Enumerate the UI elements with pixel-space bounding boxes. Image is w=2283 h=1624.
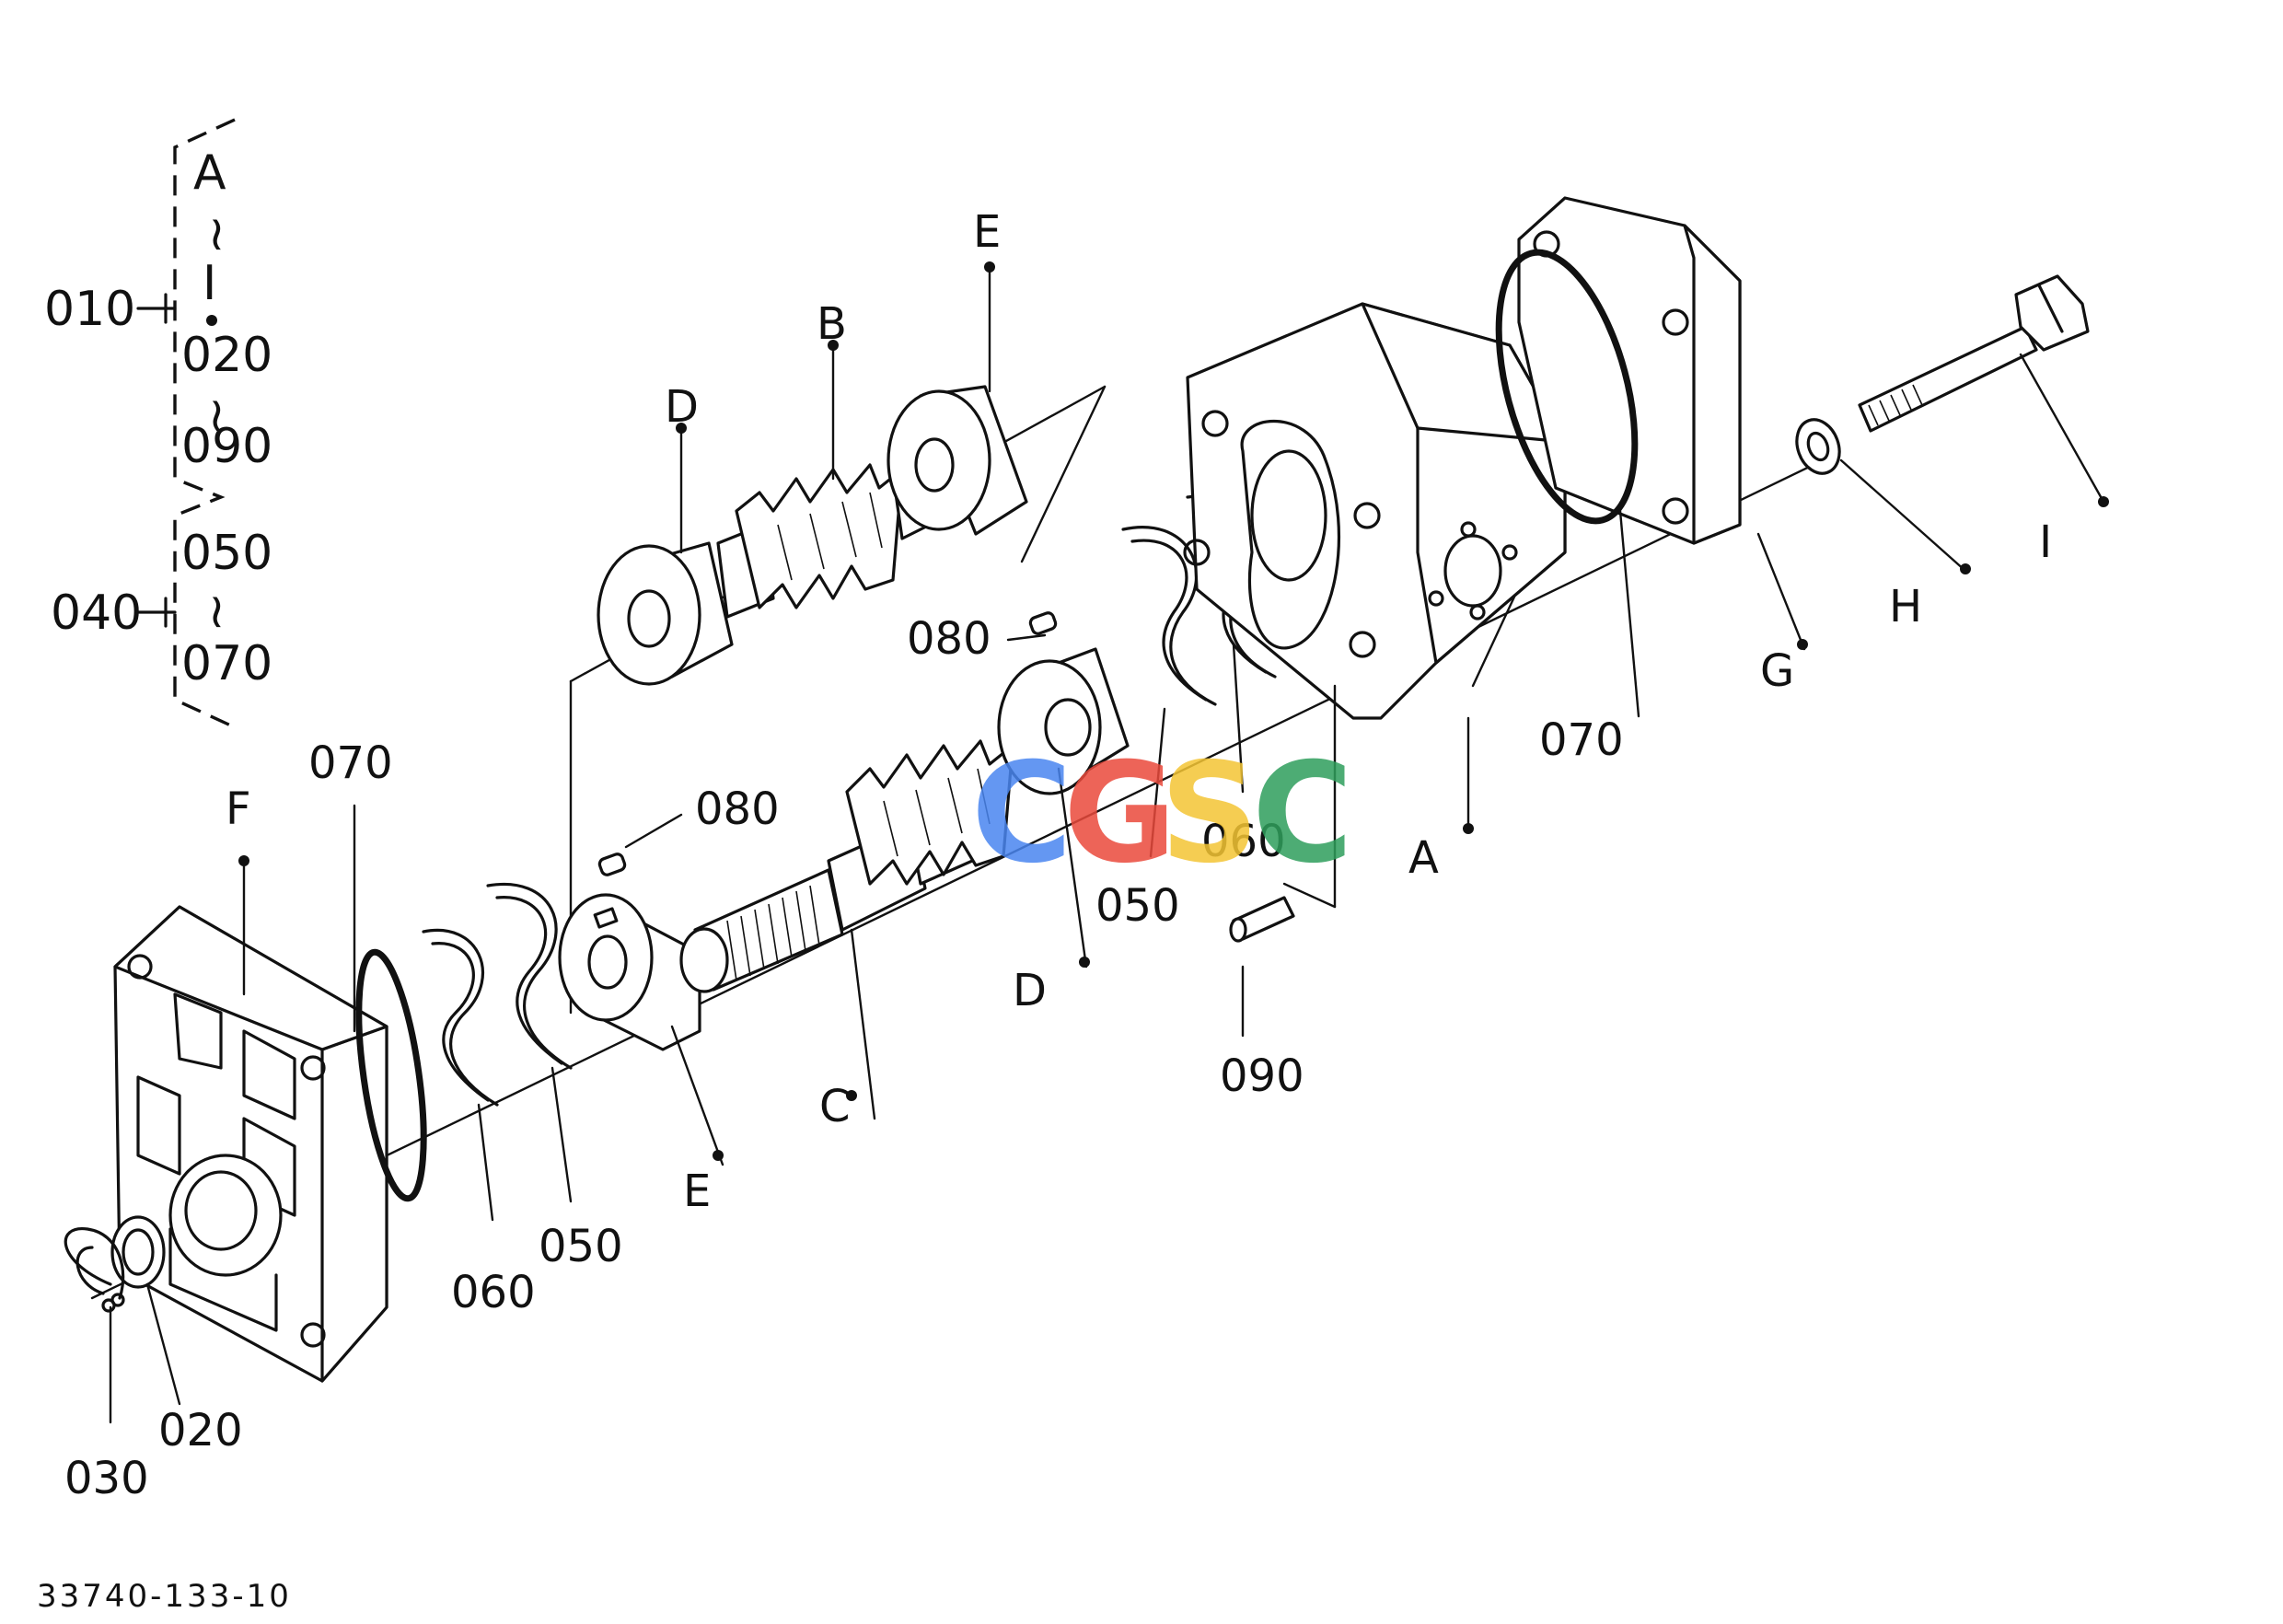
- watermark-logo: C G S C: [971, 734, 1353, 894]
- label-E-bottom: E: [683, 1166, 711, 1217]
- washer-020: [110, 1215, 166, 1289]
- watermark-letter-2: G: [1063, 734, 1176, 894]
- bushing-E-bottom: [558, 893, 701, 1051]
- label-060-left: 060: [451, 1267, 536, 1318]
- legend-010: 010: [44, 282, 135, 337]
- snap-ring-030: [64, 1227, 125, 1313]
- label-070-left: 070: [308, 737, 393, 789]
- o-ring-070-right: [1495, 249, 1639, 525]
- label-B: B: [817, 298, 847, 350]
- label-D-mid: D: [1013, 965, 1047, 1016]
- label-F: F: [226, 783, 251, 835]
- label-C: C: [819, 1081, 851, 1132]
- legend-020-tilde: ~: [190, 396, 245, 436]
- pin-090: [1229, 896, 1295, 943]
- label-020: 020: [158, 1405, 243, 1456]
- seal-050-left: [486, 882, 573, 1070]
- label-D-top: D: [665, 381, 699, 433]
- o-ring-070-left: [355, 948, 427, 1202]
- label-090: 090: [1220, 1050, 1304, 1102]
- label-050-left: 050: [539, 1221, 623, 1272]
- leader-lines: [109, 261, 2109, 1424]
- legend-010-to: I: [203, 256, 216, 311]
- label-060-right: 060: [1201, 816, 1286, 867]
- bolt-I: [1858, 274, 2090, 433]
- label-070-right: 070: [1539, 714, 1624, 766]
- legend-040: 040: [51, 586, 142, 641]
- label-080-top: 080: [907, 613, 991, 665]
- washer-H: [1795, 418, 1841, 475]
- key-080-top: [1028, 611, 1058, 635]
- watermark-letter-4: C: [1252, 734, 1353, 894]
- label-030: 030: [64, 1453, 149, 1504]
- legend-010-from: A: [193, 145, 226, 201]
- watermark-letter-3: S: [1160, 734, 1259, 894]
- legend-020: 020: [181, 328, 272, 383]
- front-cover-plate-F: [113, 905, 388, 1383]
- legend-010-tilde: ~: [190, 215, 245, 255]
- legend-050: 050: [181, 526, 272, 581]
- label-G: G: [1760, 645, 1794, 697]
- watermark-letter-1: C: [971, 734, 1072, 894]
- key-080-mid: [597, 853, 627, 876]
- legend-070: 070: [181, 636, 272, 691]
- pump-body-A: [1183, 302, 1567, 720]
- document-code: 33740-133-10: [37, 1578, 292, 1615]
- label-I: I: [2039, 516, 2052, 568]
- rear-cover-G: [1517, 196, 1742, 545]
- label-A: A: [1408, 832, 1439, 884]
- bushing-D-middle: [997, 647, 1130, 795]
- label-E-top: E: [973, 206, 1001, 258]
- seal-060-left: [422, 928, 499, 1107]
- seal-050-right: [1121, 526, 1217, 706]
- bushing-D-top: [597, 541, 734, 686]
- label-050-right: 050: [1095, 880, 1180, 932]
- label-H: H: [1889, 581, 1922, 632]
- legend-050-tilde: ~: [190, 592, 245, 632]
- label-080-mid: 080: [695, 783, 780, 835]
- legend-090: 090: [181, 419, 272, 474]
- bushing-E-top: [887, 385, 1028, 536]
- drive-shaft-C: [679, 739, 1014, 993]
- legend-bracket: [136, 118, 236, 729]
